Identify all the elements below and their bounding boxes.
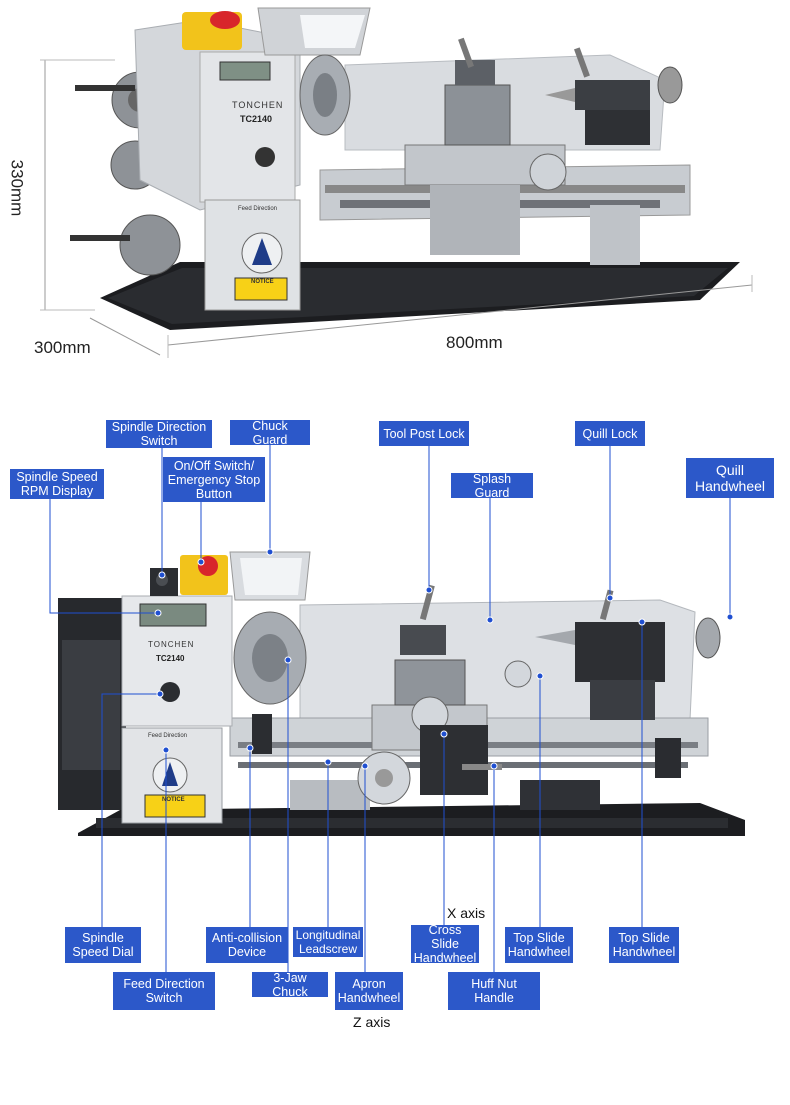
notice-bottom: NOTICE <box>162 797 185 803</box>
feed-direction-bottom: Feed Direction <box>148 733 188 739</box>
feed-direction-top: Feed Direction <box>238 206 278 212</box>
label-quill-lock: Quill Lock <box>575 421 645 446</box>
label-three-jaw-chuck: 3-Jaw Chuck <box>252 971 328 999</box>
top-lathe-image <box>40 7 753 358</box>
model-top: TC2140 <box>240 114 273 124</box>
brand-top: TONCHEN <box>232 100 284 110</box>
axis-x-label: X axis <box>447 905 486 921</box>
dimension-depth: 300mm <box>34 338 91 357</box>
label-tool-post-lock: Tool Post Lock <box>379 421 469 446</box>
label-spindle-speed-dial: Spindle Speed Dial <box>65 927 141 963</box>
label-feed-direction-switch: Feed Direction Switch <box>113 972 215 1010</box>
notice-top: NOTICE <box>251 279 274 285</box>
dimension-length: 800mm <box>446 333 503 352</box>
label-spindle-speed-rpm-display: Spindle Speed RPM Display <box>10 469 104 499</box>
label-top-slide-handwheel-2: Top Slide Handwheel <box>609 927 679 963</box>
brand-bottom: TONCHEN <box>148 640 195 649</box>
label-on-off-switch: On/Off Switch/ Emergency Stop Button <box>163 457 265 502</box>
label-splash-guard: Splash Guard <box>451 472 533 500</box>
label-anti-collision-device: Anti-collision Device <box>206 927 288 963</box>
label-apron-handwheel: Apron Handwheel <box>335 972 403 1010</box>
label-huff-nut-handle: Huff Nut Handle <box>448 972 540 1010</box>
leader-dots <box>154 548 734 770</box>
model-bottom: TC2140 <box>156 654 185 663</box>
label-cross-slide-handwheel: Cross Slide Handwheel <box>411 923 479 965</box>
axis-z-label: Z axis <box>353 1014 391 1030</box>
bottom-lathe-image <box>58 551 745 836</box>
label-chuck-guard: Chuck Guard <box>230 419 310 447</box>
label-longitudinal-leadscrew: Longitudinal Leadscrew <box>293 927 363 957</box>
leader-lines <box>49 445 731 972</box>
dimension-height: 330mm <box>7 159 27 217</box>
label-spindle-direction-switch: Spindle Direction Switch <box>106 420 212 448</box>
label-top-slide-handwheel-1: Top Slide Handwheel <box>505 927 573 963</box>
label-quill-handwheel: Quill Handwheel <box>686 458 774 498</box>
